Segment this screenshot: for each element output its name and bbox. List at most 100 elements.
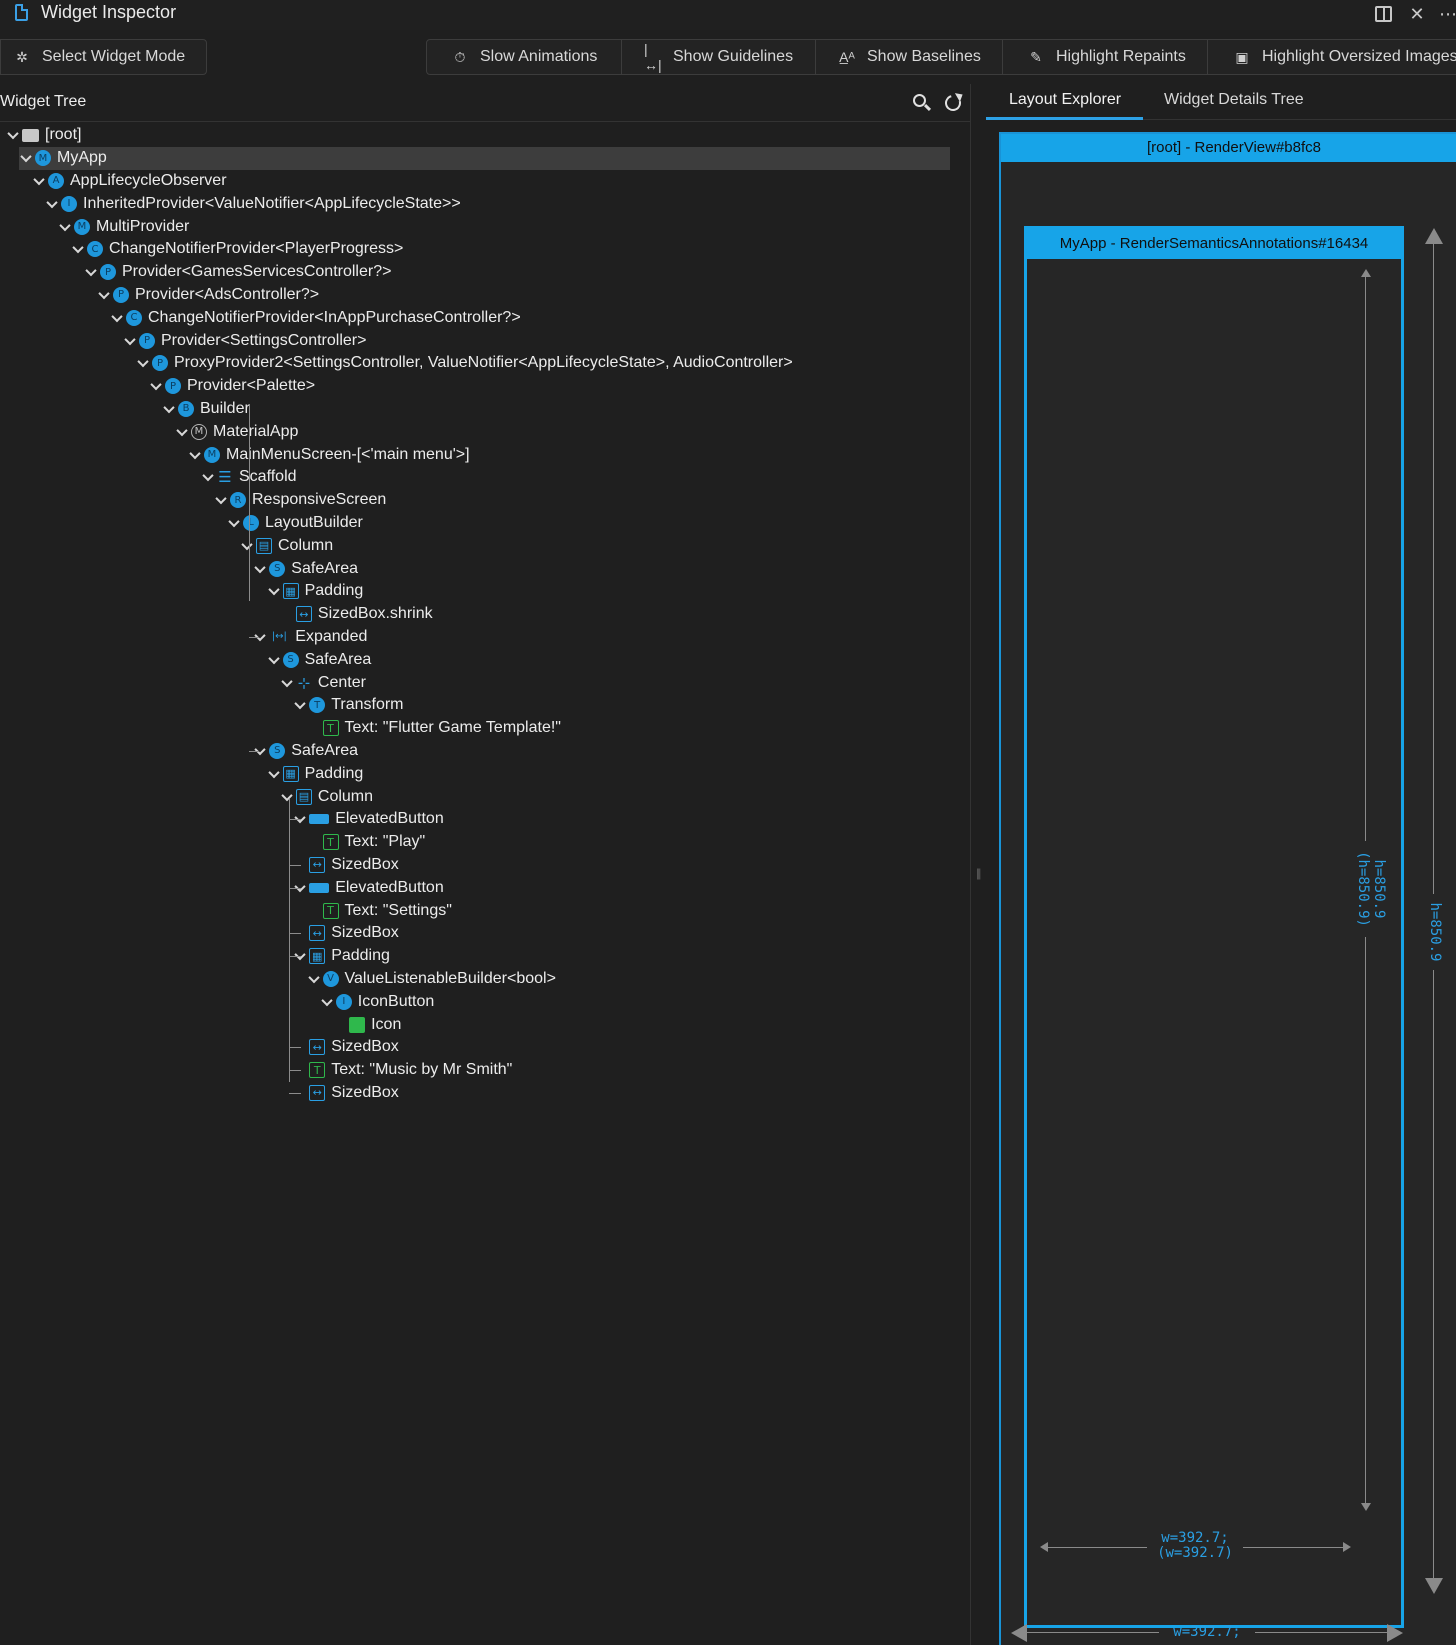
tree-row[interactable]: ElevatedButton — [293, 808, 444, 831]
tree-row[interactable]: ↔SizedBox — [293, 854, 399, 877]
chevron-down-icon[interactable] — [280, 790, 294, 804]
chevron-down-icon[interactable] — [320, 995, 334, 1009]
chevron-down-icon[interactable] — [175, 425, 189, 439]
refresh-icon[interactable] — [942, 90, 966, 114]
tree-row-label: ProxyProvider2<SettingsController, Value… — [174, 354, 793, 372]
tree-row[interactable]: ↔SizedBox — [293, 922, 399, 945]
chevron-down-icon[interactable] — [240, 539, 254, 553]
tree-row[interactable]: |↔|Expanded — [253, 626, 368, 649]
tree-row-label: AppLifecycleObserver — [70, 171, 227, 189]
chevron-down-icon[interactable] — [58, 220, 72, 234]
chevron-down-icon[interactable] — [136, 356, 150, 370]
chevron-down-icon[interactable] — [267, 767, 281, 781]
chevron-down-icon[interactable] — [293, 698, 307, 712]
inner-height-line-bottom — [1365, 937, 1366, 1503]
chevron-down-icon[interactable] — [227, 516, 241, 530]
chevron-down-icon[interactable] — [201, 470, 215, 484]
chevron-down-icon[interactable] — [280, 676, 294, 690]
tree-row[interactable]: ↔SizedBox.shrink — [280, 603, 433, 626]
tab-widget-details-tree[interactable]: Widget Details Tree — [1164, 91, 1304, 108]
tree-row[interactable]: ▦Padding — [293, 945, 390, 968]
tree-row-label: Padding — [304, 582, 364, 600]
slow-animations-button[interactable]: ⏱ Slow Animations — [426, 39, 622, 75]
tree-row[interactable]: ↔SizedBox — [293, 1082, 399, 1105]
chevron-down-icon[interactable] — [32, 174, 46, 188]
widget-badge-icon: I — [335, 993, 352, 1010]
resize-handle-icon[interactable]: ||| — [976, 866, 981, 880]
more-icon[interactable]: ⋯ — [1439, 4, 1456, 24]
tree-row[interactable]: ▤Column — [240, 534, 333, 557]
chevron-down-icon[interactable] — [267, 653, 281, 667]
widget-badge-icon: C — [87, 241, 103, 258]
show-baselines-button[interactable]: A̲ᴬ Show Baselines — [815, 39, 1003, 75]
tree-row-label: ValueListenableBuilder<bool> — [344, 969, 556, 987]
chevron-down-icon[interactable] — [71, 242, 85, 256]
tree-row[interactable]: Icon — [333, 1013, 401, 1036]
tree-row[interactable]: ☰Scaffold — [201, 466, 296, 489]
highlight-oversized-images-button[interactable]: ▣ Highlight Oversized Images — [1207, 39, 1456, 75]
outer-width-arrow-right — [1387, 1624, 1403, 1642]
tree-row[interactable]: ⊹Center — [280, 671, 366, 694]
tree-row[interactable]: ▤Column — [280, 785, 373, 808]
chevron-down-icon[interactable] — [19, 151, 33, 165]
chevron-down-icon[interactable] — [267, 584, 281, 598]
tree-row[interactable]: ElevatedButton — [293, 876, 444, 899]
app-render-box[interactable]: MyApp - RenderSemanticsAnnotations#16434… — [1024, 226, 1404, 1628]
tab-layout-explorer[interactable]: Layout Explorer — [1009, 91, 1122, 108]
chevron-down-icon[interactable] — [97, 288, 111, 302]
chevron-down-icon[interactable] — [214, 493, 228, 507]
highlight-repaints-button[interactable]: ✎ Highlight Repaints — [1002, 39, 1208, 75]
chevron-down-icon[interactable] — [149, 379, 163, 393]
chevron-down-icon[interactable] — [84, 265, 98, 279]
outer-width-line-left — [1027, 1632, 1159, 1633]
close-icon[interactable]: ✕ — [1409, 4, 1425, 24]
tree-row[interactable]: [root] — [6, 124, 81, 147]
root-render-box[interactable]: [root] - RenderView#b8fc8 MyApp - Render… — [999, 132, 1456, 1645]
tree-row[interactable]: ↔SizedBox — [293, 1036, 399, 1059]
title-bar: Widget Inspector ✕ ⋯ — [0, 0, 1456, 30]
tree-row-label: MultiProvider — [96, 217, 190, 235]
chevron-down-icon[interactable] — [188, 448, 202, 462]
select-widget-mode-button[interactable]: ✲ Select Widget Mode — [0, 39, 207, 75]
split-editor-icon[interactable] — [1372, 4, 1394, 24]
tree-guide-line — [249, 637, 259, 638]
chevron-down-icon[interactable] — [253, 562, 267, 576]
chevron-down-icon[interactable] — [6, 128, 20, 142]
chevron-down-icon[interactable] — [110, 311, 124, 325]
chevron-down-icon[interactable] — [307, 972, 321, 986]
chevron-down-icon[interactable] — [123, 334, 137, 348]
chevron-down-icon[interactable] — [162, 402, 176, 416]
sizedbox-icon: ↔ — [295, 606, 312, 623]
show-guidelines-button[interactable]: |↔| Show Guidelines — [621, 39, 816, 75]
search-icon[interactable] — [911, 92, 933, 114]
tree-row[interactable]: ▦Padding — [267, 580, 364, 603]
tree-row[interactable]: ▦Padding — [267, 762, 363, 785]
chevron-down-icon[interactable] — [45, 197, 59, 211]
